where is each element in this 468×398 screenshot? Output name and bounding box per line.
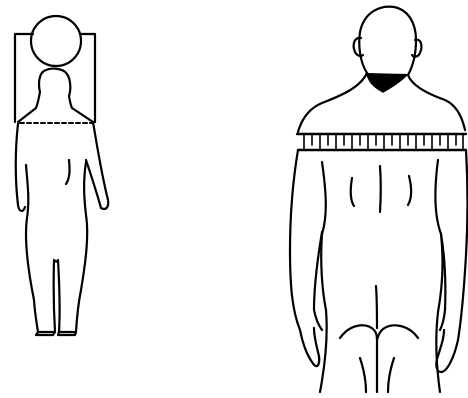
large-figure-spine bbox=[380, 166, 381, 212]
large-figure-neck bbox=[367, 73, 408, 92]
large-figure-torso-left bbox=[320, 162, 327, 392]
small-figure-back-line bbox=[66, 160, 70, 184]
small-figure-head bbox=[18, 69, 93, 122]
tape-measure-ticks bbox=[304, 135, 463, 150]
small-back-figure bbox=[15, 16, 108, 335]
large-figure-torso-right bbox=[435, 160, 442, 392]
large-figure-head bbox=[359, 7, 416, 75]
large-figure-left-scapula bbox=[351, 178, 354, 206]
large-figure-right-scapula bbox=[408, 176, 411, 205]
small-figure-body bbox=[26, 162, 87, 332]
small-figure-left-arm bbox=[16, 124, 25, 211]
head-circle-board bbox=[31, 16, 81, 66]
large-figure-lower-back bbox=[376, 286, 377, 328]
small-figure-right-arm bbox=[86, 122, 108, 209]
large-figure-right-arm bbox=[436, 150, 467, 372]
large-back-figure bbox=[290, 7, 468, 392]
large-figure-left-arm bbox=[290, 150, 319, 366]
figure-backboard bbox=[15, 34, 95, 122]
large-figure-buttocks bbox=[340, 325, 418, 392]
